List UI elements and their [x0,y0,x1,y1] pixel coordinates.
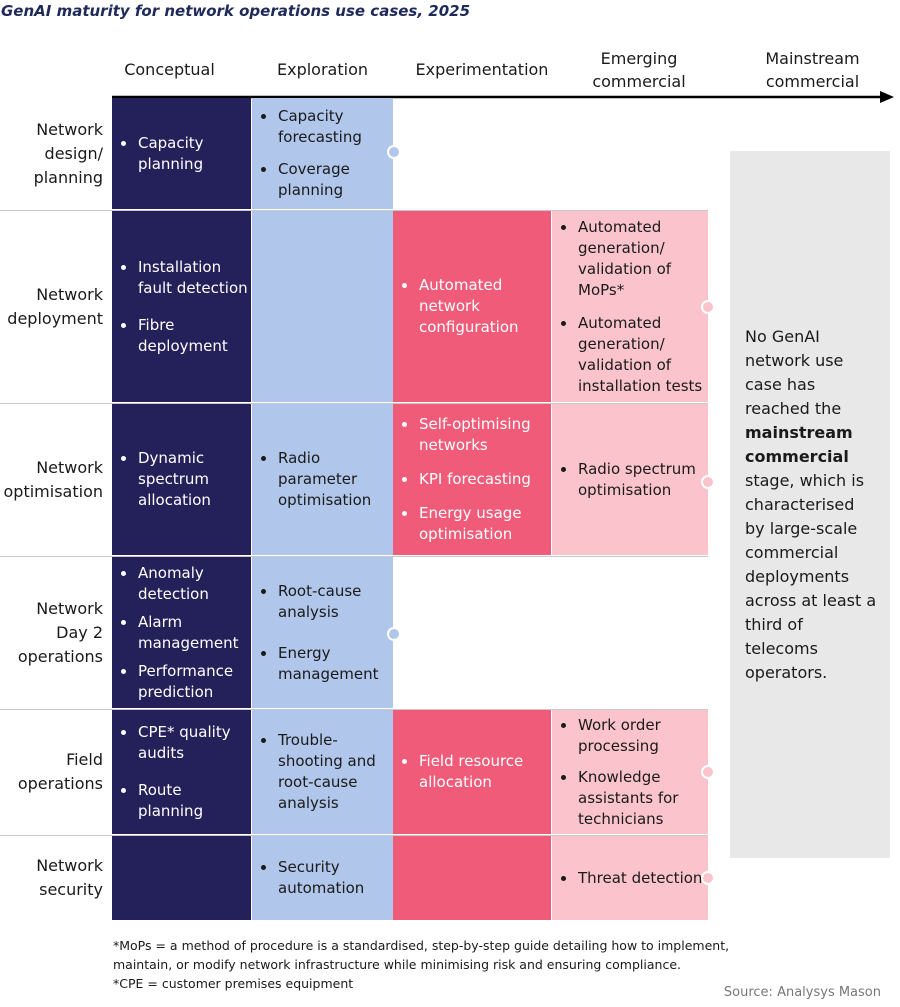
list-item: Radio spectrum optimisation [552,459,708,501]
list-item: Dynamic spectrum allocation [112,448,251,511]
list-item: Field resource allocation [393,751,551,793]
list-item: Work order processing [552,715,708,757]
list-item: Root-cause analysis [252,581,393,623]
mainstream-note: No GenAI network use case has reached th… [730,151,890,858]
cell-deployment-emerging: Automated generation/ validation of MoPs… [552,211,708,402]
stage-conceptual: Conceptual [124,60,215,79]
list-item: Capacity forecasting [252,106,393,148]
cell-design-conceptual: Capacity planning [112,98,251,209]
progress-dot [387,145,401,159]
row-label-optimisation: Network optimisation [3,457,103,501]
cell-deployment-exploration [252,211,393,402]
note-text-start: No GenAI network use case has reached th… [745,326,844,418]
row-label-security: Network security [36,856,103,899]
list-item: Radio parameter optimisation [252,448,393,511]
cell-deployment-conceptual: Installation fault detection Fibre deplo… [112,211,251,402]
cell-security-conceptual [112,836,251,920]
row-label-day2-operations: Network Day 2 operations [17,598,103,666]
cell-security-experimentation [393,836,551,920]
list-item: Route planning [112,780,251,822]
footnote-cpe: *CPE = customer premises equipment [113,976,354,991]
progress-dot [701,475,715,489]
progress-dot [701,871,715,885]
cell-design-exploration: Capacity forecasting Coverage planning [252,98,393,209]
progress-dot [387,627,401,641]
source-credit: Source: Analysys Mason [723,985,881,1000]
cell-optimisation-exploration: Radio parameter optimisation [252,404,393,555]
cell-security-emerging: Threat detection [552,836,708,920]
list-item: CPE* quality audits [112,722,251,764]
list-item: Automated generation/ validation of MoPs… [552,217,708,301]
cell-day2-conceptual: Anomaly detection Alarm management Perfo… [112,557,251,708]
cell-optimisation-emerging: Radio spectrum optimisation [552,404,708,555]
row-divider [0,835,708,836]
list-item: Energy usage optimisation [393,503,551,545]
stage-experimentation: Experimentation [415,60,549,79]
cell-security-exploration: Security automation [252,836,393,920]
progress-dot [701,765,715,779]
row-divider [0,403,708,404]
row-label-deployment: Network deployment [7,284,103,328]
cell-day2-exploration: Root-cause analysis Energy management [252,557,393,708]
cell-field-exploration: Trouble-shooting and root-cause analysis [252,710,393,834]
note-text-bold: mainstream commercial [745,422,853,466]
list-item: KPI forecasting [393,469,551,490]
list-item: Coverage planning [252,159,393,201]
list-item: Knowledge assistants for technicians [552,767,708,830]
row-divider [0,709,708,710]
list-item: Trouble-shooting and root-cause analysis [252,730,393,814]
cell-field-conceptual: CPE* quality audits Route planning [112,710,251,834]
list-item: Fibre deployment [112,315,251,357]
list-item: Installation fault detection [112,257,251,299]
page-title: GenAI maturity for network operations us… [1,2,471,20]
stage-exploration: Exploration [277,60,368,79]
row-divider [0,556,708,557]
footnotes: *MoPs = a method of procedure is a stand… [113,936,773,993]
note-text-end: stage, which is characterised by large-s… [745,470,877,682]
cell-deployment-experimentation: Automated network configuration [393,211,551,402]
footnote-mops: *MoPs = a method of procedure is a stand… [113,938,730,972]
list-item: Threat detection [552,868,708,889]
list-item: Automated network configuration [393,275,551,338]
progress-dot [701,300,715,314]
list-item: Security automation [252,857,393,899]
stage-emerging-commercial: Emerging commercial [592,49,686,91]
list-item: Performance prediction [112,661,251,703]
stage-mainstream-commercial: Mainstream commercial [765,49,860,91]
cell-optimisation-experimentation: Self-optimising networks KPI forecasting… [393,404,551,555]
cell-field-emerging: Work order processing Knowledge assistan… [552,710,708,834]
list-item: Alarm management [112,612,251,654]
list-item: Self-optimising networks [393,414,551,456]
cell-field-experimentation: Field resource allocation [393,710,551,834]
list-item: Anomaly detection [112,563,251,605]
row-label-field-operations: Field operations [17,750,103,793]
list-item: Automated generation/ validation of inst… [552,313,708,397]
maturity-arrow [112,91,894,103]
list-item: Capacity planning [112,133,251,175]
row-label-design-planning: Network design/ planning [33,119,103,187]
row-divider [0,210,708,211]
list-item: Energy management [252,643,393,685]
cell-optimisation-conceptual: Dynamic spectrum allocation [112,404,251,555]
